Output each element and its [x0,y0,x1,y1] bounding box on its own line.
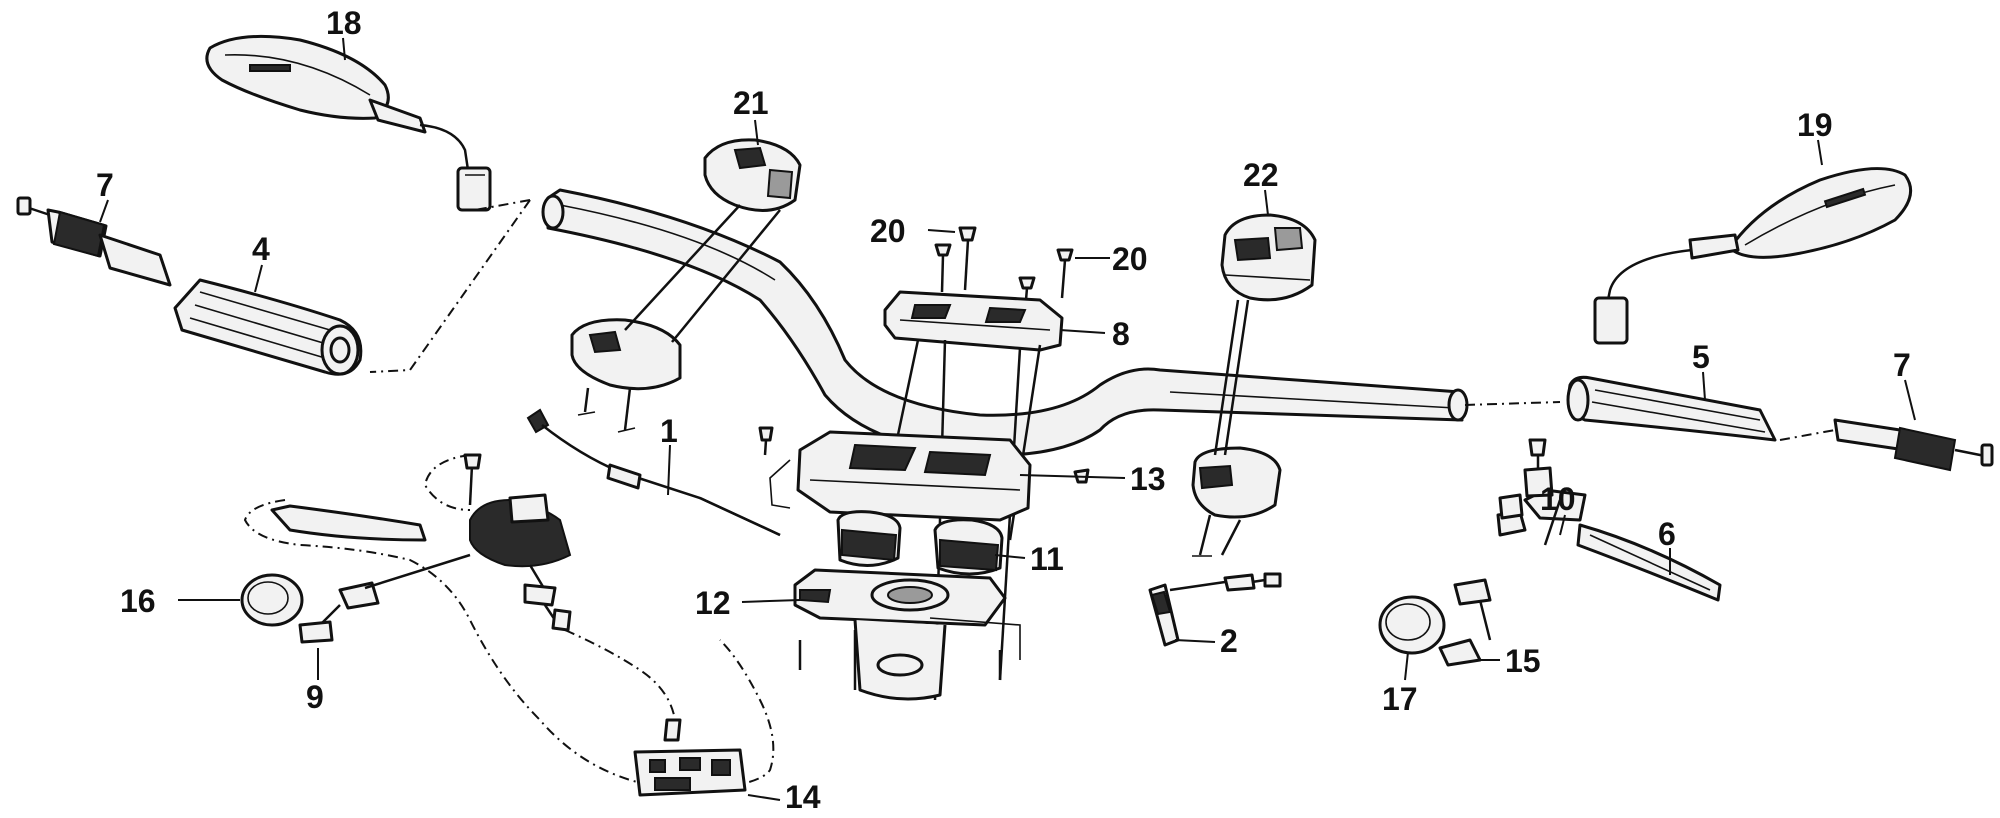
handlebar-tube [541,188,1469,457]
right-bar-end [1833,418,1994,472]
callout-13: 13 [1130,461,1166,497]
callout-20-left: 20 [870,213,906,249]
upper-handlebar-clamp [883,290,1064,352]
callout-4: 4 [252,231,270,267]
callout-5: 5 [1692,339,1710,375]
left-grip [173,278,363,376]
left-bar-end [16,196,172,287]
left-switch-lower [570,204,781,433]
left-switch-upper [703,138,802,212]
callout-12: 12 [695,585,731,621]
right-mirror [1593,167,1913,345]
callout-22: 22 [1243,157,1279,193]
lower-clamp-riser [758,426,1090,522]
callout-10: 10 [1540,481,1576,517]
callout-16: 16 [120,583,156,619]
callout-7-left: 7 [96,167,114,203]
callout-19: 19 [1797,107,1833,143]
callout-labels: 18 21 19 22 7 20 20 4 8 5 7 1 13 10 6 11… [96,5,1911,815]
right-switch-lower [1191,299,1282,557]
left-lever-assembly [240,453,775,797]
callout-21: 21 [733,85,769,121]
callout-2: 2 [1220,623,1238,659]
callout-1: 1 [660,413,678,449]
callout-7-right: 7 [1893,347,1911,383]
callout-11: 11 [1030,541,1064,577]
callout-20-right: 20 [1112,241,1148,277]
leader-lines [99,37,1916,801]
right-switch-upper [1220,213,1317,302]
callout-6: 6 [1658,516,1676,552]
callout-14: 14 [785,779,821,815]
top-yoke-plate [793,568,1021,701]
left-mirror [205,34,492,212]
callout-17: 17 [1382,681,1418,717]
callout-9: 9 [306,679,324,715]
throttle-cable [526,408,781,537]
callout-15: 15 [1505,643,1541,679]
rubber-bushings [836,510,1004,576]
right-grip [1566,375,1777,442]
callout-8: 8 [1112,316,1130,352]
right-lever-assembly [1378,438,1722,667]
assembly-guide-lines [369,199,1836,441]
brake-switch [1148,572,1282,647]
callout-18: 18 [326,5,362,41]
